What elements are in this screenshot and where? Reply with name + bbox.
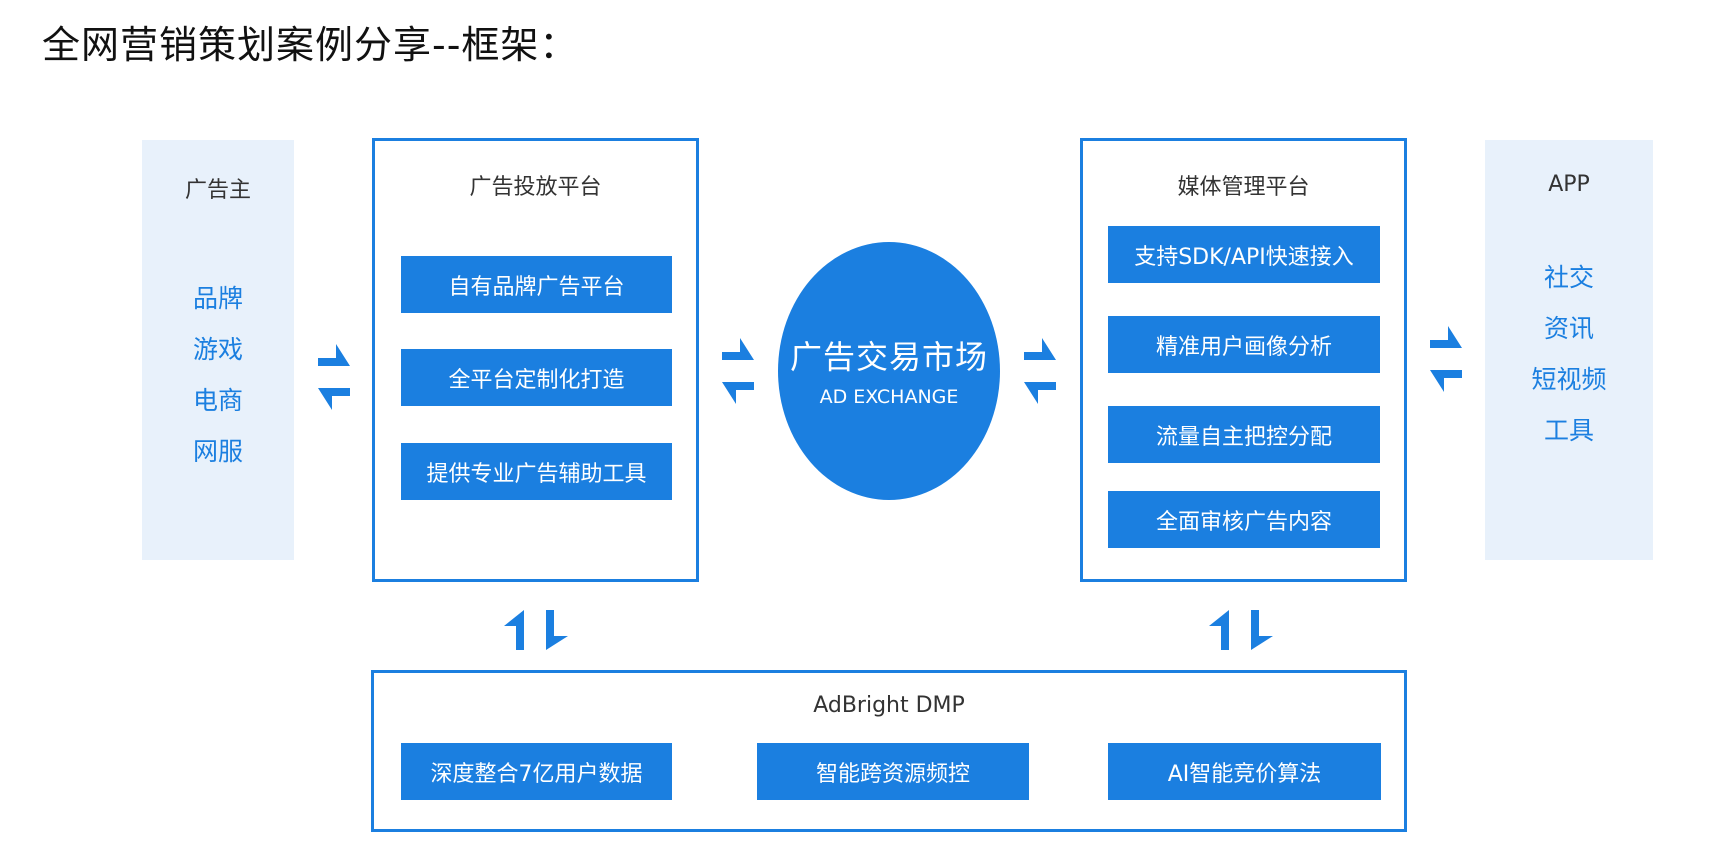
dmp-item: AI智能竞价算法: [1108, 743, 1381, 800]
media-platform-title: 媒体管理平台: [1177, 175, 1310, 200]
dmp-item: 深度整合7亿用户数据: [401, 743, 672, 800]
advertiser-title: 广告主: [184, 178, 251, 203]
ad-platform-item: 提供专业广告辅助工具: [401, 443, 672, 500]
app-item: 工具: [1543, 416, 1594, 445]
advertiser-item: 网服: [192, 437, 243, 466]
media-platform-item: 流量自主把控分配: [1108, 406, 1380, 463]
app-item: 短视频: [1531, 365, 1607, 394]
app-item: 资讯: [1543, 314, 1594, 343]
exchange-arrows-horizontal-icon: [318, 344, 350, 410]
app-list: 社交 资讯 短视频 工具: [1485, 252, 1653, 456]
ad-platform-item: 自有品牌广告平台: [401, 256, 672, 313]
exchange-arrows-vertical-icon: [1209, 610, 1273, 650]
media-platform-item: 精准用户画像分析: [1108, 316, 1380, 373]
dmp-item: 智能跨资源频控: [757, 743, 1029, 800]
advertiser-item: 电商: [192, 386, 243, 415]
page-title: 全网营销策划案例分享--框架：: [42, 23, 579, 67]
exchange-arrows-horizontal-icon: [1430, 326, 1462, 392]
ad-exchange-title-cn: 广告交易市场: [789, 338, 988, 376]
app-panel: APP 社交 资讯 短视频 工具: [1485, 140, 1653, 560]
app-item: 社交: [1543, 263, 1594, 292]
ad-exchange-circle: 广告交易市场 AD EXCHANGE: [778, 242, 1000, 500]
media-platform-frame: 媒体管理平台 支持SDK/API快速接入 精准用户画像分析 流量自主把控分配 全…: [1080, 138, 1407, 582]
dmp-frame: AdBright DMP 深度整合7亿用户数据 智能跨资源频控 AI智能竞价算法: [371, 670, 1407, 832]
media-platform-item: 支持SDK/API快速接入: [1108, 226, 1380, 283]
ad-platform-title: 广告投放平台: [469, 175, 602, 200]
ad-platform-item: 全平台定制化打造: [401, 349, 672, 406]
ad-platform-frame: 广告投放平台 自有品牌广告平台 全平台定制化打造 提供专业广告辅助工具: [372, 138, 699, 582]
advertiser-item: 游戏: [192, 335, 243, 364]
advertiser-list: 品牌 游戏 电商 网服: [142, 273, 294, 477]
media-platform-item: 全面审核广告内容: [1108, 491, 1380, 548]
app-title: APP: [1548, 172, 1590, 197]
exchange-arrows-horizontal-icon: [722, 338, 754, 404]
dmp-title: AdBright DMP: [813, 693, 965, 718]
exchange-arrows-horizontal-icon: [1024, 338, 1056, 404]
ad-exchange-title-en: AD EXCHANGE: [819, 386, 959, 408]
exchange-arrows-vertical-icon: [504, 610, 568, 650]
advertiser-panel: 广告主 品牌 游戏 电商 网服: [142, 140, 294, 560]
advertiser-item: 品牌: [192, 284, 243, 313]
